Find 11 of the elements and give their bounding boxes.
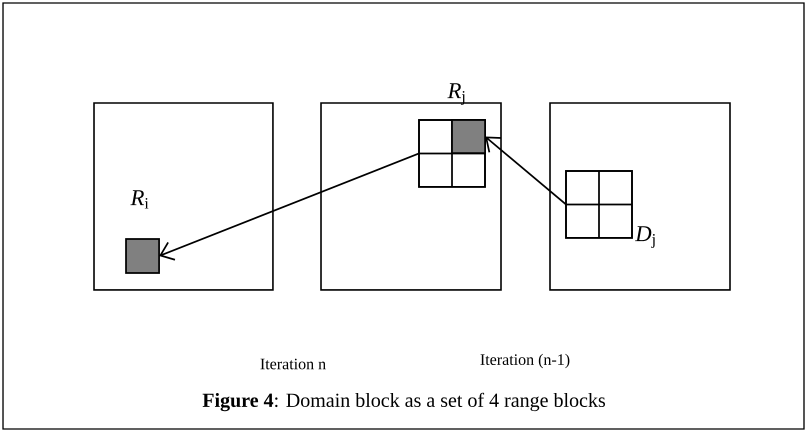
block-label: D$_{j}$ (635, 226, 655, 248)
shaded-block (125, 238, 160, 274)
arrow (485, 136, 567, 206)
arrow (159, 152, 420, 261)
block-grid (565, 170, 633, 239)
figure-caption: Figure 4: Domain block as a set of 4 range blocks (202, 392, 605, 412)
block-label: R$_{i}$ (130, 190, 148, 209)
square-frame (93, 102, 274, 291)
shaded-block (451, 119, 486, 154)
iteration-label: Iteration n (260, 358, 326, 370)
iteration-label: Iteration (n-1) (480, 354, 570, 368)
